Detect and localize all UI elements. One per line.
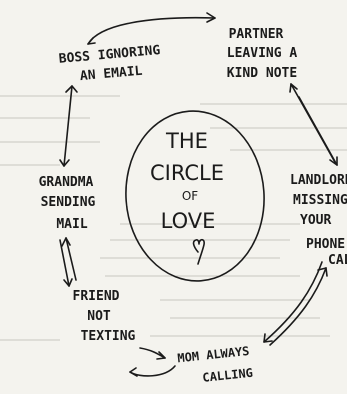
node-grandma-line3: MAIL <box>56 217 87 232</box>
node-grandma-line2: SENDING <box>41 195 96 210</box>
node-boss-line2: AN EMAIL <box>79 64 143 84</box>
node-mom-line2: CALLING <box>202 366 254 385</box>
node-friend-line1: FRIEND <box>73 289 120 304</box>
arrow-friend-to-grandma <box>59 237 77 287</box>
arrow-mom-to-friend <box>129 347 176 377</box>
node-landlord: LANDLORD MISSING YOUR PHONE CALL <box>290 173 347 268</box>
node-grandma: GRANDMA SENDING MAIL <box>39 175 96 232</box>
center-title-line1: THE <box>165 129 208 153</box>
node-friend: FRIEND NOT TEXTING <box>73 289 136 344</box>
node-landlord-line5: CALL <box>328 253 347 268</box>
arrow-boss-to-partner <box>87 12 216 45</box>
node-mom: MOM ALWAYS CALLING <box>177 344 254 385</box>
node-boss: BOSS IGNORING AN EMAIL <box>58 43 161 84</box>
arrow-grandma-to-boss <box>59 85 78 167</box>
center-oval <box>125 110 265 282</box>
heart-icon <box>192 238 205 265</box>
arrow-partner-to-landlord <box>289 83 338 166</box>
node-landlord-line2: MISSING <box>293 193 347 208</box>
node-landlord-line4: PHONE <box>306 237 345 252</box>
node-landlord-line3: YOUR <box>300 213 331 228</box>
node-friend-line2: NOT <box>87 309 111 324</box>
node-grandma-line1: GRANDMA <box>39 175 94 190</box>
node-friend-line3: TEXTING <box>81 329 136 344</box>
center-title-line3: OF <box>182 189 198 203</box>
arrow-landlord-to-mom <box>263 261 328 346</box>
center-title-line4: LOVE <box>161 209 216 233</box>
node-partner-line3: KIND NOTE <box>227 66 297 81</box>
node-mom-line1: MOM ALWAYS <box>177 344 250 365</box>
node-partner: PARTNER LEAVING A KIND NOTE <box>227 27 298 81</box>
center-title-line2: CIRCLE <box>150 161 224 185</box>
node-partner-line1: PARTNER <box>229 27 284 42</box>
node-partner-line2: LEAVING A <box>227 46 298 61</box>
node-boss-line1: BOSS IGNORING <box>58 43 161 67</box>
node-landlord-line1: LANDLORD <box>290 173 347 188</box>
